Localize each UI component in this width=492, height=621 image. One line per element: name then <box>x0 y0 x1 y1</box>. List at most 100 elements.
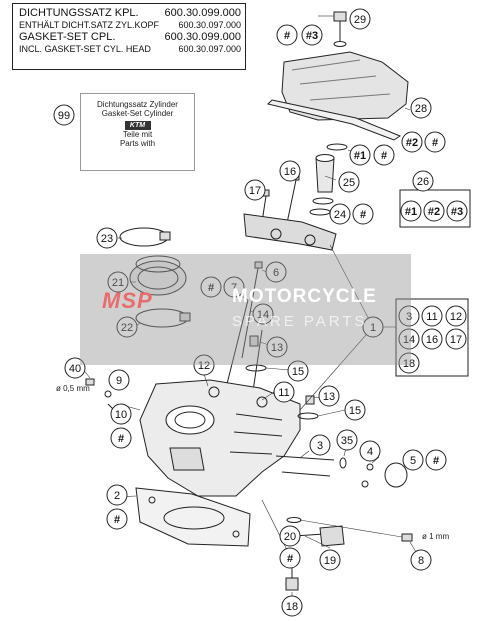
callout-plug-15b: 15 <box>344 399 366 421</box>
callout-gasket-2: 2 <box>106 484 128 506</box>
callout-screw-17: 17 <box>244 179 266 201</box>
callout-circle <box>200 276 222 298</box>
callout-hash-mid-b: # <box>352 203 374 225</box>
callout-intake-21: 21 <box>107 271 129 293</box>
callout-nut-13a: 13 <box>266 336 288 358</box>
callout-circle <box>287 360 309 382</box>
callout-circle <box>352 203 374 225</box>
callout-hash-bottom: # <box>279 547 301 569</box>
callout-stud-7: 7 <box>223 276 245 298</box>
callout-label: 19 <box>324 555 336 567</box>
callout-circle <box>410 549 432 571</box>
callout-label: 13 <box>323 391 335 403</box>
callout-circle <box>402 449 424 471</box>
callout-bolt-11: 11 <box>273 381 295 403</box>
callout-label: 1 <box>370 322 376 334</box>
watermark-subtitle: SPARE PARTS <box>232 313 368 330</box>
callout-circle <box>349 8 371 30</box>
callout-circle <box>359 440 381 462</box>
callout-set-18: 18 <box>398 352 420 374</box>
callout-label: # <box>118 433 124 445</box>
callout-circle <box>223 276 245 298</box>
callout-oring-5: 5 <box>402 449 424 471</box>
kitcard-line-2: Gasket-Set Cylinder <box>101 109 174 118</box>
callout-circle <box>424 131 446 153</box>
callout-label: 4 <box>367 446 373 458</box>
kit-26-box <box>399 189 471 228</box>
callout-tube-25: 25 <box>338 171 360 193</box>
callout-label: #3 <box>306 30 318 42</box>
oring-5-part <box>384 462 408 488</box>
callout-circle <box>193 354 215 376</box>
callout-label: 9 <box>116 375 122 387</box>
callout-circle <box>279 160 301 182</box>
callout-head-1: 1 <box>362 316 384 338</box>
callout-label: 18 <box>403 358 415 370</box>
callout-circle <box>107 271 129 293</box>
callout-label: # <box>287 553 293 565</box>
temp-sensor <box>319 525 345 547</box>
callout-plug-18: 18 <box>281 595 303 617</box>
callout-circle <box>106 484 128 506</box>
callout-circle <box>265 261 287 283</box>
callout-label: # <box>433 455 439 467</box>
callout-circle <box>273 381 295 403</box>
callout-circle <box>401 131 423 153</box>
infobox-line-3: GASKET-SET CPL. 600.30.099.000 <box>19 30 241 44</box>
callout-circle <box>276 24 298 46</box>
infobox-line-2-label: ENTHÄLT DICHT.SATZ ZYL.KOPF <box>19 20 160 30</box>
callout-label: 11 <box>426 311 437 323</box>
callout-circle <box>96 227 118 249</box>
callout-circle <box>338 171 360 193</box>
kit-1-box <box>395 298 469 377</box>
callout-circle <box>445 305 467 327</box>
callout-label: #1 <box>405 206 417 218</box>
callout-circle <box>398 328 420 350</box>
callout-jet-8: 8 <box>410 549 432 571</box>
callout-circle <box>373 144 395 166</box>
callout-kit-26: 26 <box>412 170 434 192</box>
callout-circle <box>53 104 75 126</box>
callout-label: 11 <box>278 387 289 399</box>
callout-label: 14 <box>403 334 415 346</box>
callout-circle <box>110 427 132 449</box>
callout-hash2-right: #2 <box>401 131 423 153</box>
callout-screw-10: 10 <box>110 403 132 425</box>
callout-circle <box>410 97 432 119</box>
dimension-left: ø 0,5 mm <box>56 384 90 393</box>
callout-hash-mid-a: # <box>373 144 395 166</box>
callout-circle <box>349 144 371 166</box>
dimension-right: ø 1 mm <box>422 532 450 541</box>
callout-label: 14 <box>257 309 269 321</box>
callout-label: 6 <box>273 267 279 279</box>
callout-label: 22 <box>121 322 133 334</box>
infobox-line-1-number: 600.30.099.000 <box>164 7 241 19</box>
callout-circle <box>421 328 443 350</box>
callout-sensor-19: 19 <box>319 549 341 571</box>
cover-gasket <box>267 99 402 141</box>
watermark-logo: MSP <box>102 288 153 313</box>
callout-label: # <box>208 282 214 294</box>
callout-label: #2 <box>406 137 418 149</box>
callout-circle <box>398 352 420 374</box>
callout-jet-40: 40 <box>64 357 86 379</box>
callout-circle <box>279 525 301 547</box>
callout-circle <box>309 434 331 456</box>
callout-label: # <box>381 150 387 162</box>
callout-circle <box>244 179 266 201</box>
callout-label: 29 <box>354 14 366 26</box>
callout-label: 21 <box>112 277 124 289</box>
kitcard-line-3: Teile mit <box>122 130 153 139</box>
kitcard-line-1: Dichtungssatz Zylinder <box>97 100 178 109</box>
callout-label: 26 <box>417 176 429 188</box>
infobox-line-2-number: 600.30.097.000 <box>178 20 241 30</box>
callout-label: 17 <box>450 334 462 346</box>
callout-label: 15 <box>292 366 304 378</box>
callout-washer-14: 14 <box>252 303 274 325</box>
camshaft-bridge <box>243 213 337 251</box>
callout-nut-13b: 13 <box>318 385 340 407</box>
callout-circle <box>446 200 468 222</box>
callout-plug-15a: 15 <box>287 360 309 382</box>
cap-screw-part <box>333 11 347 22</box>
